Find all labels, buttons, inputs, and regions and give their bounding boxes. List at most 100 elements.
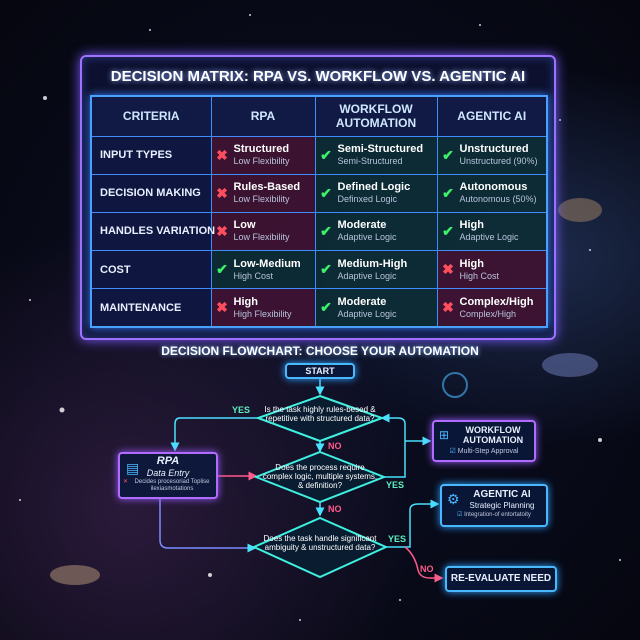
- yes-label-q3: YES: [388, 534, 407, 544]
- criteria-cell: COST: [90, 250, 212, 290]
- question-2: Does the process require complex logic, …: [262, 463, 378, 490]
- flowchart-title: DECISION FLOWCHART: CHOOSE YOUR AUTOMATI…: [161, 344, 479, 358]
- cell-value: Defined Logic: [337, 181, 411, 194]
- cell-detail: Low Flexibility: [233, 232, 290, 243]
- check-icon: ✔: [442, 222, 454, 239]
- question-1: Is the task highly rules-besed & repetit…: [264, 405, 376, 423]
- cell-value: Autonomous: [459, 181, 528, 194]
- cell-value: Low-Medium: [233, 257, 301, 270]
- cell-value: High: [459, 257, 484, 270]
- cross-icon: ✕: [123, 479, 129, 485]
- header-rpa: RPA: [210, 95, 316, 137]
- agentic-node-title: AGENTIC AI: [473, 489, 531, 500]
- check-icon: ✔: [320, 222, 332, 239]
- start-node: START: [285, 363, 355, 379]
- workflow-node: ⊞ WORKFLOW AUTOMATION ☑ Multi-Step Appro…: [432, 420, 536, 462]
- question-3: Does the task handle significant ambigui…: [263, 534, 377, 552]
- cross-icon: ✖: [442, 299, 454, 316]
- cell-value: Structured: [233, 143, 290, 156]
- hierarchy-icon: ⊞: [439, 428, 450, 442]
- check-icon: ✔: [442, 146, 454, 163]
- criteria-cell: INPUT TYPES: [90, 135, 212, 175]
- galaxy: [50, 565, 100, 585]
- check-icon: ✔: [320, 299, 332, 316]
- agentic-node: ⚙ AGENTIC AI Strategic Planning ☑ Integr…: [440, 484, 548, 527]
- reevaluate-node: RE-EVALUATE NEED: [445, 566, 557, 592]
- cell-detail: Adaptive Logic: [337, 308, 397, 319]
- arrow-q2-loop: [380, 413, 406, 478]
- yes-label-q1: YES: [232, 405, 251, 415]
- check-icon: ✔: [442, 184, 454, 201]
- hud-ring-decoration: [442, 372, 468, 398]
- check-icon: ✔: [216, 261, 228, 278]
- cell-value: High: [459, 219, 484, 232]
- cell-detail: Autonomous (50%): [459, 194, 537, 205]
- cell-value: Complex/High: [459, 295, 534, 308]
- cell-detail: Low Flexibility: [233, 156, 290, 167]
- cross-icon: ✖: [442, 261, 454, 278]
- galaxy: [542, 353, 598, 377]
- rpa-node-title: RPA: [156, 455, 180, 467]
- cross-icon: ✖: [216, 184, 228, 201]
- cell-value: Moderate: [337, 219, 387, 232]
- arrow-rpa-q3: [159, 499, 257, 553]
- checkbox-icon: ☑: [449, 448, 458, 455]
- arrow-q3-yes: [385, 499, 440, 548]
- cell-detail: Definxed Logic: [337, 194, 398, 205]
- rpa-node-subtitle: Data Entry: [146, 468, 190, 478]
- criteria-cell: DECISION MAKING: [90, 173, 212, 213]
- arrow-q3-no: [404, 546, 444, 583]
- cell-detail: Semi-Structured: [337, 156, 403, 167]
- agentic-node-note: ☑ Integration-of entortatoity: [457, 512, 531, 518]
- no-label-q1: NO: [328, 441, 342, 451]
- cell-detail: High Cost: [459, 270, 500, 281]
- decision-diamond-3: [251, 516, 389, 579]
- cell-value: Unstructured: [459, 143, 529, 156]
- cell-detail: High Flexibility: [233, 308, 292, 319]
- header-workflow: WORKFLOW AUTOMATION: [314, 95, 438, 137]
- agentic-node-subtitle: Strategic Planning: [469, 501, 535, 510]
- decision-diamond-1: [255, 394, 385, 443]
- document-icon: ▤: [126, 460, 140, 476]
- rpa-node: ▤ RPA Data Entry ✕Decides procesoriad To…: [118, 452, 218, 499]
- criteria-cell: HANDLES VARIATION: [90, 211, 215, 252]
- workflow-node-note: ☑ Multi-Step Approval: [449, 448, 519, 455]
- gear-icon: ⚙: [447, 491, 460, 507]
- cell-detail: High Cost: [233, 270, 274, 281]
- yes-label-q2: YES: [386, 480, 405, 490]
- cell-detail: Adaptive Logic: [459, 232, 519, 243]
- cell-detail: Adaptive Logic: [337, 232, 397, 243]
- check-icon: ✔: [320, 146, 332, 163]
- cross-icon: ✖: [216, 299, 228, 316]
- cell-value: Semi-Structured: [337, 143, 424, 156]
- cross-icon: ✖: [216, 222, 228, 239]
- cell-detail: Unstructured (90%): [459, 156, 538, 167]
- galaxy: [558, 198, 602, 222]
- check-icon: ✔: [320, 184, 332, 201]
- cell-value: Low: [233, 219, 256, 232]
- header-criteria: CRITERIA: [90, 95, 212, 137]
- rpa-node-note: ✕Decides procesoriad Toplise ilexiasmota…: [123, 479, 210, 492]
- no-label-q2: NO: [328, 504, 342, 514]
- decision-matrix-table: CRITERIA RPA WORKFLOW AUTOMATION AGENTIC…: [90, 95, 548, 328]
- cell-value: High: [233, 295, 258, 308]
